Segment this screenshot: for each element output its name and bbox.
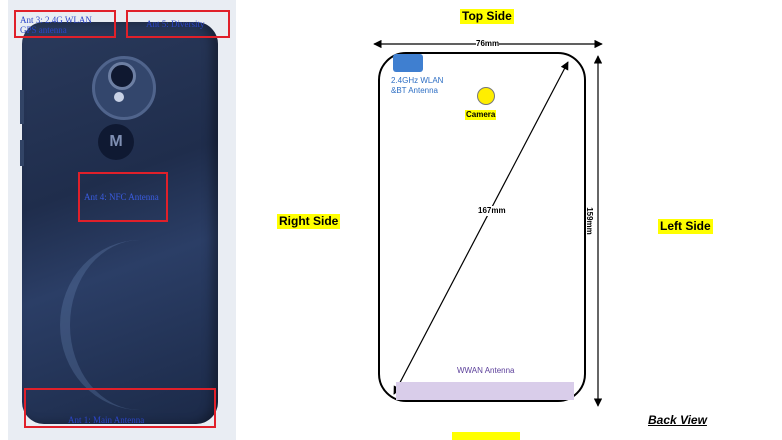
wlan-antenna-marker [393,54,423,72]
wwan-antenna-marker [396,382,574,400]
wwan-antenna-label: WWAN Antenna [457,366,515,375]
device-outline [378,52,586,402]
right-side-label: Right Side [277,214,341,229]
antenna-box-top-right [126,10,230,38]
camera-label: Camera [465,110,497,120]
top-side-label: Top Side [460,9,514,24]
antenna-box-top-left [14,10,116,38]
antenna-label-nfc: Ant 4: NFC Antenna [84,192,159,202]
height-dimension-label: 159mm [584,207,594,235]
side-button [20,90,24,124]
antenna-label-wlan-gps: Ant 3: 2.4G WLAN GPS antenna [20,15,92,35]
antenna-label-main: Ant 1: Main Antenna [68,415,145,425]
width-dimension-label: 76mm [476,39,500,49]
brand-logo: M [98,124,134,160]
wlan-label-line2: &BT Antenna [391,86,438,95]
diagonal-dimension-label: 167mm [478,206,506,216]
wlan-label-line1: 2.4GHz WLAN [391,76,444,85]
wlan-antenna-label: 2.4GHz WLAN &BT Antenna [391,76,443,96]
view-label: Back View [648,413,707,427]
bottom-highlight-strip [452,432,520,440]
side-button [20,140,24,166]
antenna-box-main [24,388,216,428]
antenna-label-diversity: Ant 5: Diversity [146,19,205,29]
phone-back-swoosh [60,240,220,410]
camera-lens [108,62,136,90]
camera-marker [477,87,495,105]
camera-flash [114,92,124,102]
left-side-label: Left Side [658,219,713,234]
diagonal-dimension-arrow [393,61,569,395]
antenna-box-nfc [78,172,168,222]
